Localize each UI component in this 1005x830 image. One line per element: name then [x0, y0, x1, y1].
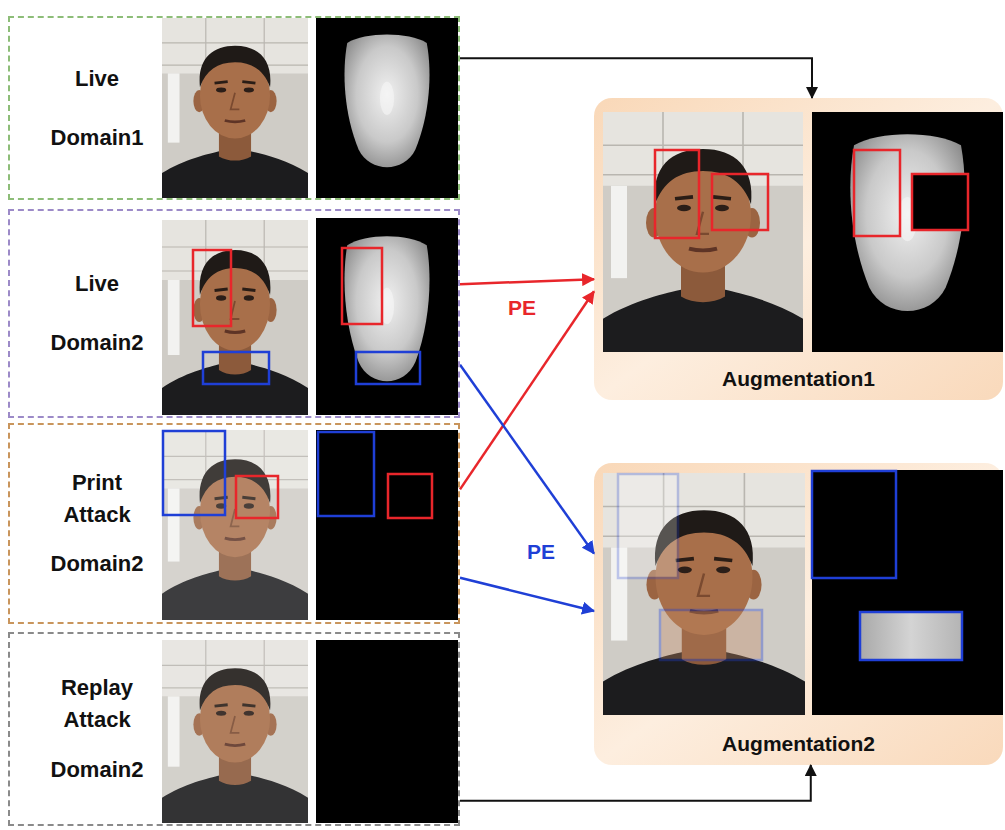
arrow-connector	[460, 765, 811, 801]
edge-label: PE	[527, 540, 555, 563]
edge-label: PE	[508, 296, 536, 319]
group-label-column: LiveDomain2	[38, 211, 156, 416]
group-label: Domain2	[51, 327, 144, 359]
group-label: Domain1	[51, 122, 144, 154]
sample-group-box: Replay AttackDomain2	[8, 632, 460, 826]
group-label-column: LiveDomain1	[38, 18, 156, 198]
group-label: Domain2	[51, 754, 144, 786]
group-label: Live	[75, 63, 119, 95]
augmentation-panel: Augmentation1	[594, 98, 1003, 400]
arrow-connector	[460, 58, 812, 98]
panel-caption: Augmentation2	[722, 732, 875, 755]
arrow-connector	[460, 279, 594, 284]
print-attack-images	[162, 430, 458, 620]
group-label-column: Replay AttackDomain2	[38, 634, 156, 824]
panel-caption-row: Augmentation1	[594, 367, 1003, 390]
live-domain2-images	[162, 218, 458, 415]
arrow-connector	[460, 365, 594, 554]
sample-group-box: LiveDomain2	[8, 209, 460, 418]
sample-group-box: Print AttackDomain2	[8, 423, 460, 624]
arrow-connector	[460, 578, 594, 611]
group-label: Print Attack	[38, 467, 156, 531]
group-label: Domain2	[51, 548, 144, 580]
sample-group-box: LiveDomain1	[8, 16, 460, 200]
group-label: Replay Attack	[38, 672, 156, 736]
panel-caption-row: Augmentation2	[594, 732, 1003, 755]
live-domain1-images	[162, 18, 458, 198]
augmentation-panel: Augmentation2	[594, 463, 1003, 765]
augmentation1-images	[603, 112, 1003, 352]
group-label: Live	[75, 268, 119, 300]
replay-attack-images	[162, 640, 458, 823]
group-label-column: Print AttackDomain2	[38, 425, 156, 622]
panel-backgrounds	[594, 98, 1003, 765]
augmentation2-images	[603, 470, 1003, 715]
panel-caption: Augmentation1	[722, 367, 875, 390]
